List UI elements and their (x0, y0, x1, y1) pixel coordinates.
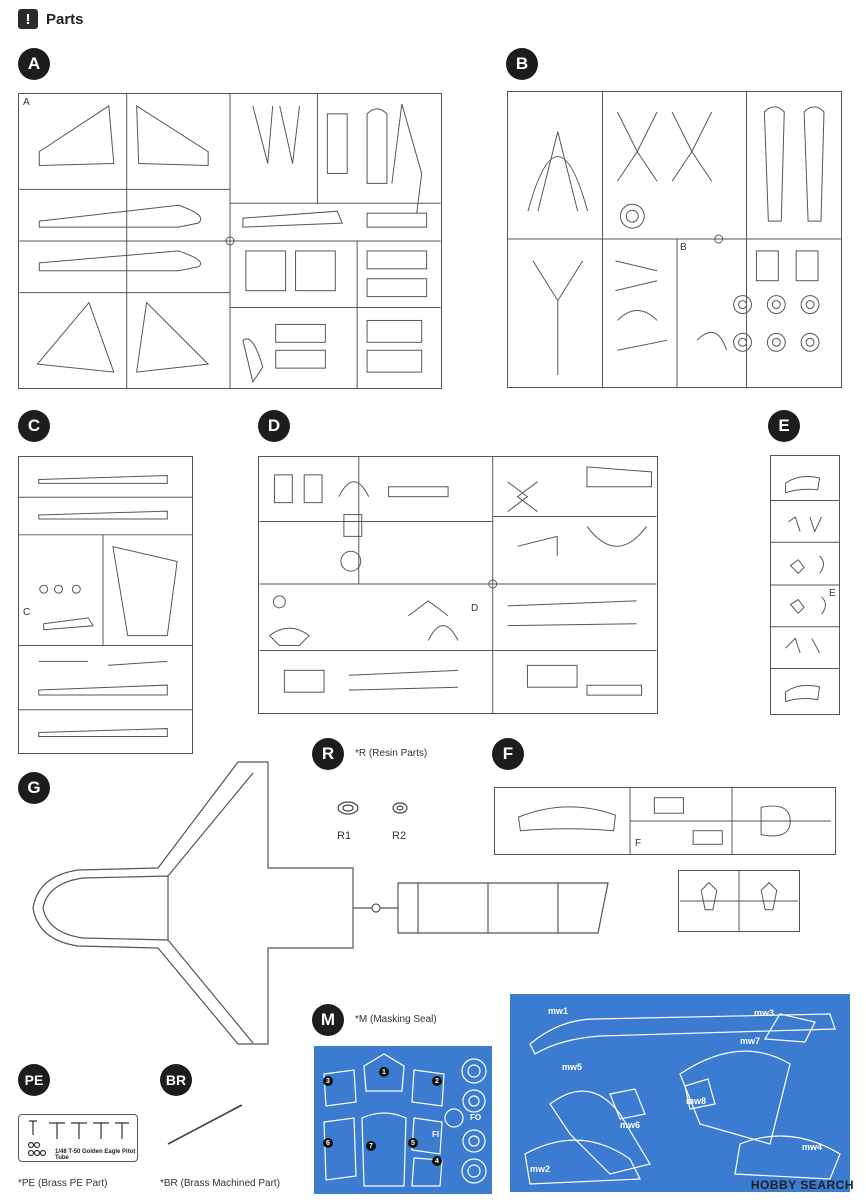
sprue-badge-d: D (258, 410, 290, 442)
sprue-c-frame: C (18, 456, 193, 754)
windshield-mask-mw7: mw7 (740, 1036, 761, 1046)
windshield-mask-mw3: mw3 (754, 1008, 775, 1018)
sprue-f-frame: F (494, 787, 836, 855)
sprue-a-drawing (19, 94, 441, 388)
sprue-badge-m: M (312, 1004, 344, 1036)
sprue-g-fuselage-drawing (32, 761, 609, 1045)
mask-number-3: 3 (323, 1076, 333, 1086)
warning-icon: ! (18, 9, 38, 29)
sprue-badge-b: B (506, 48, 538, 80)
br-caption: *BR (Brass Machined Part) (160, 1178, 281, 1189)
sprue-f-drawing (517, 788, 831, 854)
sprue-badge-f: F (492, 738, 524, 770)
sprue-f-sub-drawing (679, 871, 799, 931)
sprue-badge-a: A (18, 48, 50, 80)
hobby-search-watermark: HOBBY SEARCH (750, 1178, 854, 1192)
mask-number-2: 2 (432, 1076, 442, 1086)
masking-sheet-canopy-drawing (323, 1053, 487, 1187)
sprue-b-label: B (680, 242, 687, 253)
mask-label-fi: FI (432, 1130, 440, 1139)
pe-plate-drawing (27, 1120, 129, 1157)
page-title: Parts (46, 10, 84, 28)
mask-number-1: 1 (379, 1067, 389, 1077)
sprue-d-drawing (259, 457, 657, 713)
mask-number-6: 6 (323, 1138, 333, 1148)
resin-parts-drawing (337, 801, 408, 815)
mask-label-fo: FO (470, 1113, 482, 1122)
masking-sheet-canopy: 1 2 3 4 5 6 7 FO FI (314, 1046, 492, 1194)
masking-sheet-windshield-drawing (524, 1013, 841, 1185)
sprue-b-drawing (508, 92, 841, 387)
sprue-badge-c: C (18, 410, 50, 442)
sprue-badge-r: R (312, 738, 344, 770)
sprue-d-frame: D (258, 456, 658, 714)
sprue-a-frame: A (18, 93, 442, 389)
windshield-mask-mw8: mw8 (686, 1096, 707, 1106)
sprue-badge-g: G (18, 772, 50, 804)
pe-caption: *PE (Brass PE Part) (18, 1178, 108, 1189)
windshield-mask-mw6: mw6 (620, 1120, 641, 1130)
masking-sheet-windshield: mw1 mw2 mw3 mw4 mw5 mw6 mw7 mw8 (510, 994, 850, 1192)
sprue-badge-pe: PE (18, 1064, 50, 1096)
brass-pitot-tube-drawing (167, 1104, 243, 1145)
sprue-f-sub-frame (678, 870, 800, 932)
pe-plate-text: 1/48 T-50 Golden Eagle Pitot Tube (55, 1149, 136, 1161)
mask-number-4: 4 (432, 1156, 442, 1166)
resin-part-r1: R1 (337, 830, 352, 842)
windshield-mask-mw1: mw1 (548, 1006, 569, 1016)
sprue-e-drawing (771, 476, 839, 703)
windshield-mask-mw5: mw5 (562, 1062, 583, 1072)
sprue-d-label: D (471, 603, 479, 614)
sprue-badge-br: BR (160, 1064, 192, 1096)
sprue-b-frame: B (507, 91, 842, 388)
sprue-e-frame: E (770, 455, 840, 715)
resin-part-r2: R2 (392, 830, 407, 842)
masking-seal-caption: *M (Masking Seal) (355, 1014, 437, 1025)
resin-parts-caption: *R (Resin Parts) (355, 748, 428, 759)
windshield-mask-mw2: mw2 (530, 1164, 551, 1174)
sprue-c-label: C (23, 607, 31, 618)
sprue-a-label: A (23, 97, 30, 108)
pe-plate: 1/48 T-50 Golden Eagle Pitot Tube (18, 1114, 138, 1162)
windshield-mask-mw4: mw4 (802, 1142, 823, 1152)
mask-number-7: 7 (366, 1141, 376, 1151)
mask-number-5: 5 (408, 1138, 418, 1148)
page-header: ! Parts (18, 6, 84, 32)
sprue-f-label: F (635, 838, 642, 849)
sprue-badge-e: E (768, 410, 800, 442)
sprue-c-drawing (19, 474, 192, 737)
sprue-e-label: E (829, 588, 836, 599)
